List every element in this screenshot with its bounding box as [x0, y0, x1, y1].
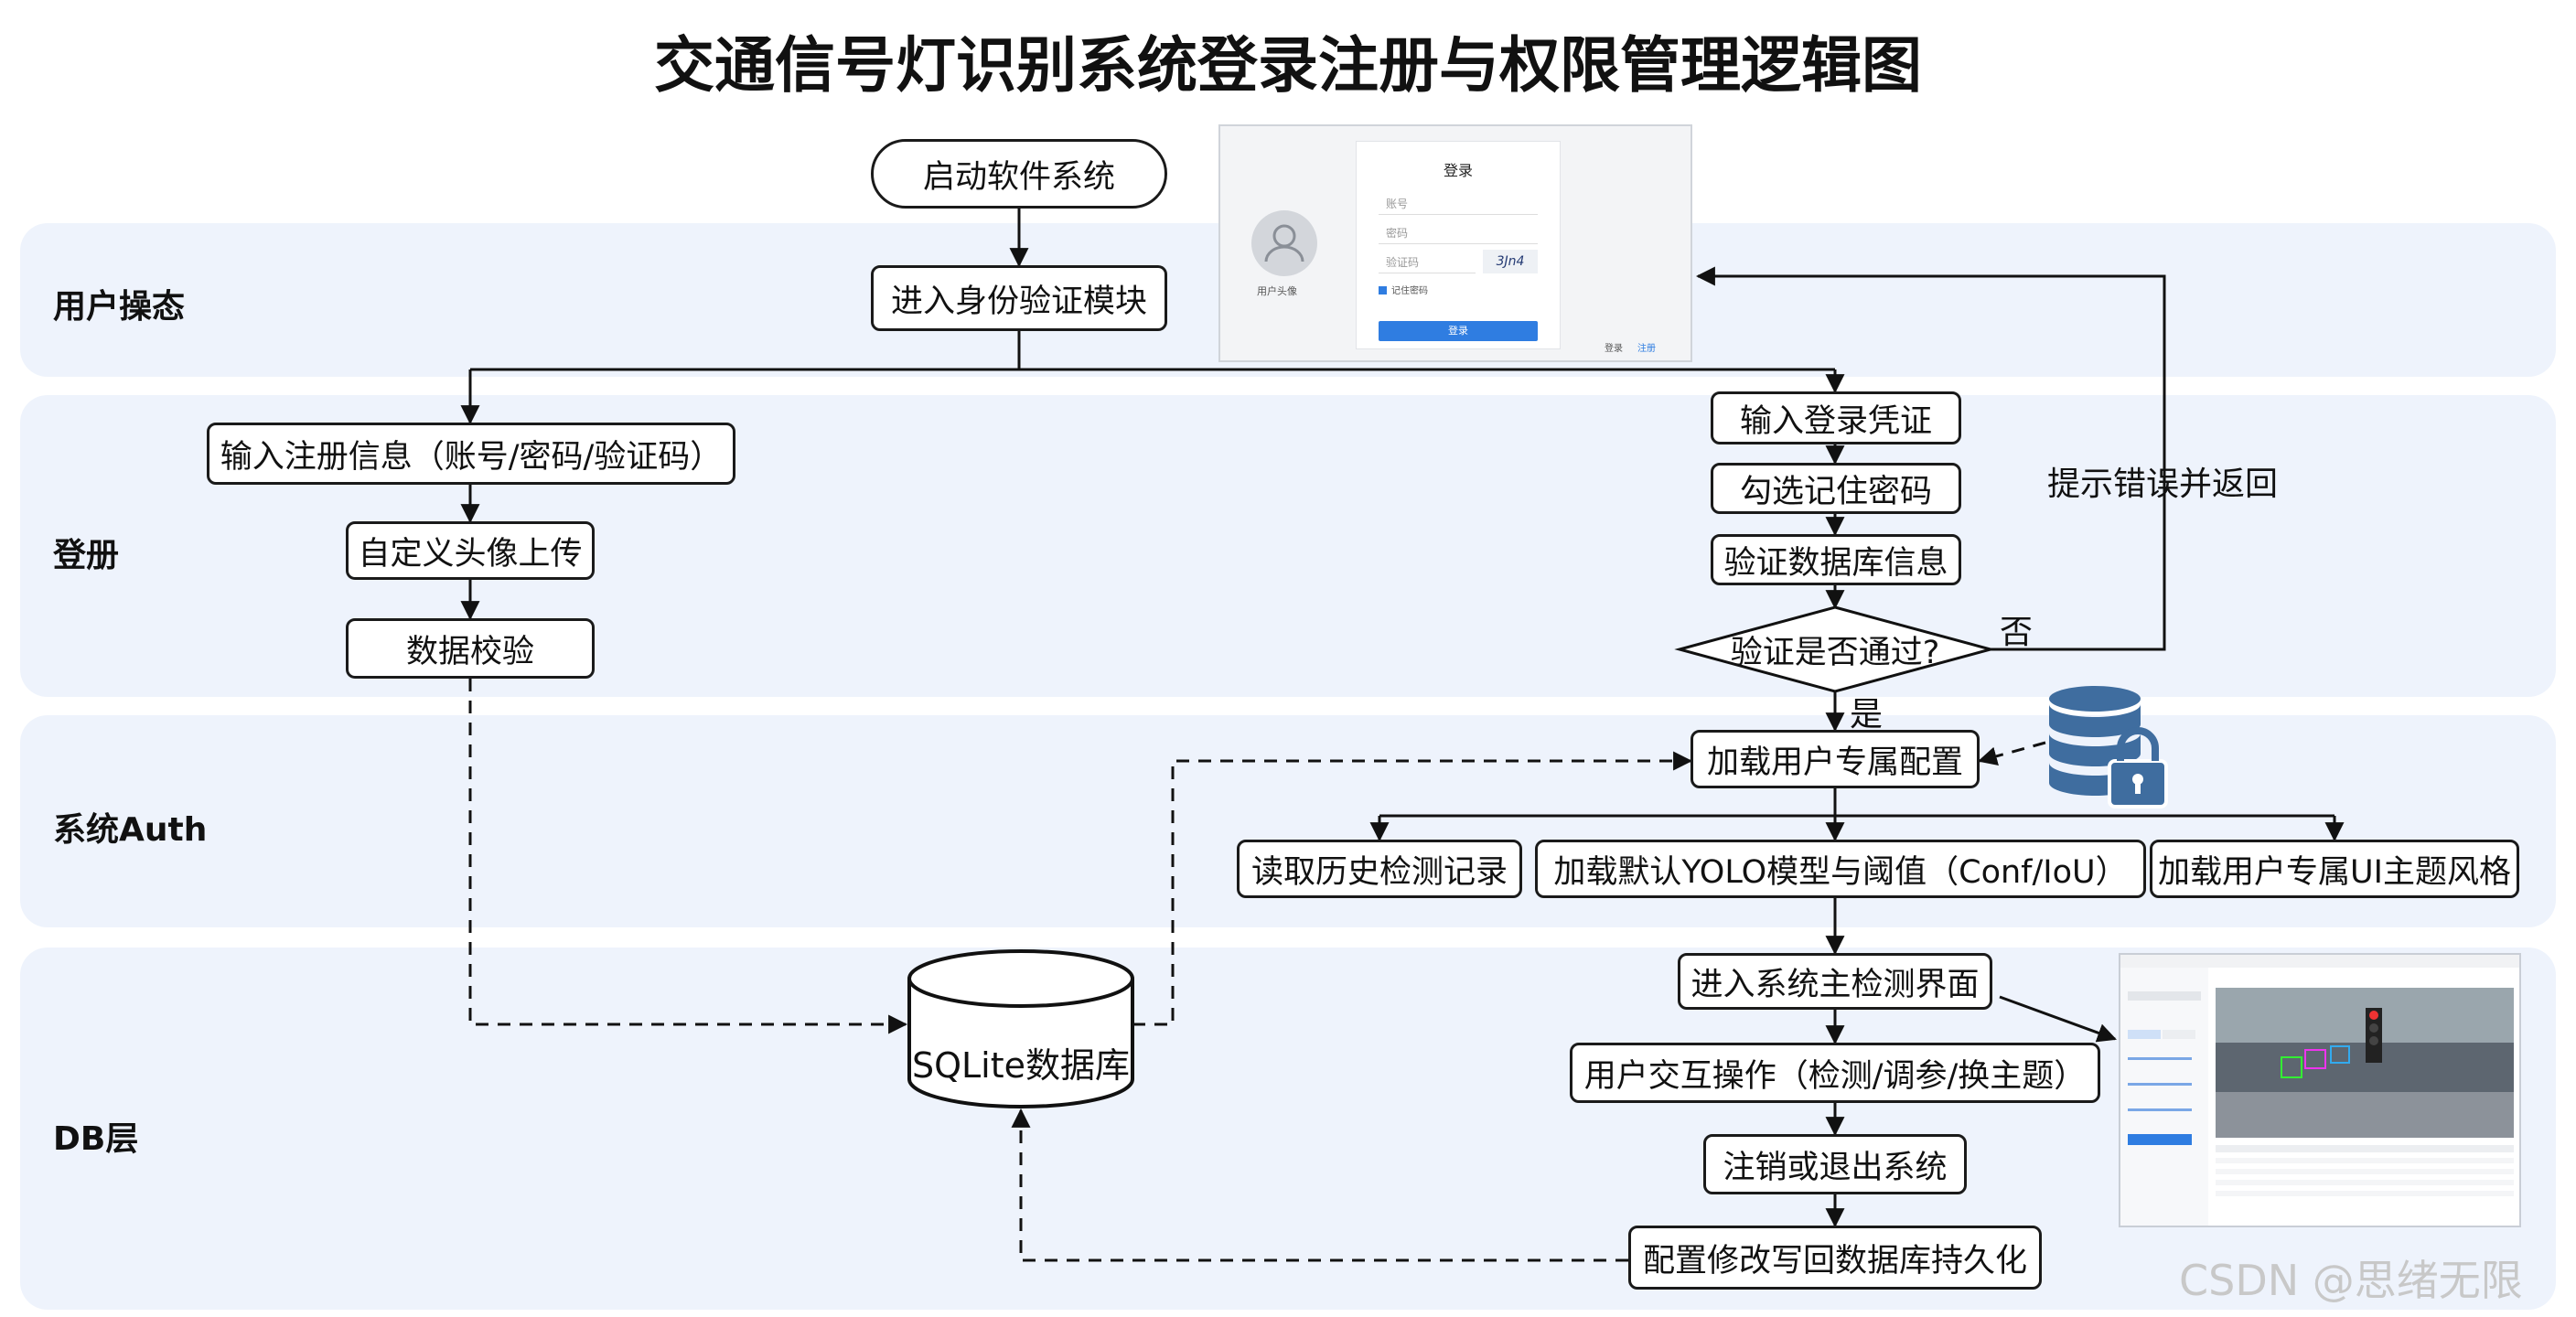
node-verify-db: 验证数据库信息 — [1711, 534, 1961, 585]
node-sqlite-label: SQLite数据库 — [911, 1045, 1131, 1086]
diagram-title: 交通信号灯识别系统登录注册与权限管理逻辑图 — [654, 30, 1922, 101]
decision-diamond — [1674, 605, 1996, 693]
node-user-interaction: 用户交互操作（检测/调参/换主题） — [1570, 1043, 2100, 1103]
node-decision-label: 验证是否通过? — [1730, 634, 1940, 671]
remember-checkbox[interactable] — [1379, 286, 1387, 294]
node-logout: 注销或退出系统 — [1703, 1134, 1967, 1194]
login-screenshot: 用户头像 登录 账号 密码 验证码 3Jn4 记住密码 登录 登录 注册 — [1218, 124, 1692, 362]
sqlite-cylinder — [907, 949, 1134, 1108]
account-field[interactable]: 账号 — [1379, 193, 1538, 215]
login-card: 登录 账号 密码 验证码 3Jn4 记住密码 登录 — [1356, 141, 1561, 349]
node-avatar-upload: 自定义头像上传 — [346, 521, 595, 580]
watermark: CSDN @思绪无限 — [2179, 1256, 2523, 1305]
remember-label: 记住密码 — [1391, 286, 1428, 296]
lane-label-db: DB层 — [53, 1120, 139, 1158]
node-write-back: 配置修改写回数据库持久化 — [1628, 1226, 2042, 1290]
node-read-history: 读取历史检测记录 — [1237, 840, 1522, 898]
captcha-image[interactable]: 3Jn4 — [1483, 250, 1538, 273]
login-heading: 登录 — [1443, 162, 1473, 179]
node-enter-main: 进入系统主检测界面 — [1678, 953, 1992, 1010]
database-lock-icon — [2049, 686, 2168, 808]
lane-label-user: 用户操态 — [53, 288, 186, 326]
lane-label-auth: 系统Auth — [53, 811, 208, 849]
password-field[interactable]: 密码 — [1379, 222, 1538, 244]
node-register-input: 输入注册信息（账号/密码/验证码） — [207, 423, 735, 485]
edge-label-yes: 是 — [1850, 696, 1884, 733]
login-button[interactable]: 登录 — [1379, 321, 1538, 341]
node-load-user-config: 加载用户专属配置 — [1690, 730, 1980, 788]
footer-register-link[interactable]: 注册 — [1637, 344, 1656, 354]
main-ui-screenshot — [2119, 953, 2521, 1227]
node-enter-auth: 进入身份验证模块 — [871, 265, 1167, 331]
avatar-icon — [1251, 210, 1317, 276]
node-data-check: 数据校验 — [346, 618, 595, 679]
node-remember-password: 勾选记住密码 — [1711, 463, 1961, 514]
main-ui-preview — [2120, 955, 2519, 1226]
node-login-input: 输入登录凭证 — [1711, 391, 1961, 444]
edge-label-no: 否 — [2000, 614, 2034, 651]
node-load-theme: 加载用户专属UI主题风格 — [2150, 840, 2519, 898]
node-start: 启动软件系统 — [871, 139, 1167, 209]
captcha-field[interactable]: 验证码 — [1379, 252, 1476, 273]
user-icon — [1264, 224, 1304, 262]
footer-login-link[interactable]: 登录 — [1605, 344, 1623, 354]
avatar-caption: 用户头像 — [1257, 285, 1297, 297]
lane-label-register: 登册 — [53, 537, 120, 574]
edge-label-error-return: 提示错误并返回 — [2047, 466, 2279, 503]
node-load-model: 加载默认YOLO模型与阈值（Conf/IoU） — [1535, 840, 2146, 898]
